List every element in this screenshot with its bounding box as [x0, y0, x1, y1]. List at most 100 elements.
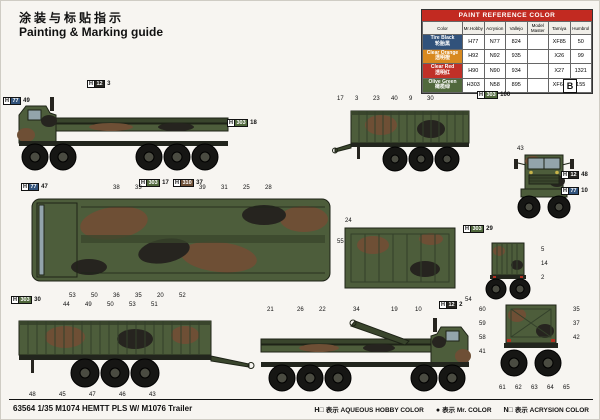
- part-callout: 3: [355, 96, 359, 102]
- part-callout: 40: [391, 96, 398, 102]
- part-callout: 35: [135, 293, 142, 299]
- part-callout: 55: [337, 239, 344, 245]
- trailer-side-view-bottom: [15, 309, 255, 393]
- paint-value: XF85: [548, 34, 571, 50]
- part-callout: 60: [479, 307, 486, 313]
- part-callout: 25: [243, 185, 250, 191]
- truck-side-view-bottom: [259, 311, 471, 397]
- part-callout: 52: [179, 293, 186, 299]
- paint-table-column: Humbrol: [569, 21, 592, 35]
- part-callout: 46: [119, 392, 126, 398]
- part-callout: 33: [135, 185, 142, 191]
- trailer-rear-view: [479, 239, 537, 303]
- part-callout: 47: [89, 392, 96, 398]
- part-callout: 10: [415, 307, 422, 313]
- part-callout: 43: [149, 392, 156, 398]
- part-callout: 59: [479, 321, 486, 327]
- part-callout: 50: [107, 302, 114, 308]
- paint-value: 50: [569, 34, 592, 50]
- part-callout: 41: [479, 349, 486, 355]
- product-code: 63564 1/35 M1074 HEMTT PLS W/ M1076 Trai…: [13, 404, 193, 413]
- part-callout: 58: [479, 335, 486, 341]
- paint-table-column: Tamiya: [548, 21, 571, 35]
- part-callout: 50: [91, 293, 98, 299]
- section-letter-badge: B: [563, 79, 577, 93]
- paint-value: N90: [483, 63, 506, 79]
- part-callout: 35: [573, 307, 580, 313]
- part-callout: 37: [573, 321, 580, 327]
- paint-table-column: Model Master: [526, 21, 549, 35]
- legend-icon: ●: [435, 407, 441, 414]
- part-callout: 42: [573, 335, 580, 341]
- legend-item: H□表示 AQUEOUS HOBBY COLOR: [314, 407, 424, 414]
- page-title-english: Painting & Marking guide: [19, 25, 164, 39]
- paint-table-title: PAINT REFERENCE COLOR: [422, 10, 592, 21]
- part-callout: 38: [113, 185, 120, 191]
- paint-value: H92: [462, 48, 485, 64]
- part-callout: 19: [391, 307, 398, 313]
- wheels: [21, 143, 219, 171]
- page-title-chinese: 涂装与标贴指示: [19, 11, 125, 25]
- truck-front-view: [513, 151, 575, 219]
- part-callout: 26: [297, 307, 304, 313]
- part-callout: 34: [353, 307, 360, 313]
- paint-value: 99: [569, 48, 592, 64]
- part-callout: 2: [541, 275, 545, 281]
- part-callout: 9: [409, 96, 413, 102]
- paint-value: X27: [548, 63, 571, 79]
- part-callout: 64: [547, 385, 554, 391]
- part-callout: 49: [85, 302, 92, 308]
- paint-value: 1321: [569, 63, 592, 79]
- paint-table-column: Vallejo: [505, 21, 528, 35]
- part-callout: 51: [151, 302, 158, 308]
- part-callout: 21: [267, 307, 274, 313]
- paint-value: 824: [505, 34, 528, 50]
- part-callout: 5: [541, 247, 545, 253]
- part-callout: 61: [499, 385, 506, 391]
- part-callout: 31: [221, 185, 228, 191]
- part-callout: 48: [29, 392, 36, 398]
- paint-value: X26: [548, 48, 571, 64]
- truck-rear-view: [493, 299, 569, 383]
- paint-value: 935: [505, 48, 528, 64]
- part-callout: 23: [373, 96, 380, 102]
- paint-value: [526, 34, 549, 50]
- paint-value: [526, 77, 549, 93]
- part-callout: 43: [517, 146, 524, 152]
- trailer-plan-view: [343, 225, 458, 291]
- part-callout: 22: [319, 307, 326, 313]
- part-callout: 63: [531, 385, 538, 391]
- part-callout: 30: [427, 96, 434, 102]
- part-callout: 45: [59, 392, 66, 398]
- paint-table-column: Color: [422, 21, 463, 35]
- legend-item: ●表示 Mr. COLOR: [435, 407, 492, 414]
- paint-table-column: Mr.Hobby: [462, 21, 485, 35]
- part-callout: 28: [265, 185, 272, 191]
- part-callout: 62: [515, 385, 522, 391]
- part-callout: 17: [337, 96, 344, 102]
- part-callout: 54: [465, 297, 472, 303]
- part-callout: 20: [157, 293, 164, 299]
- truck-side-view-top: [16, 91, 231, 176]
- paint-value: 934: [505, 63, 528, 79]
